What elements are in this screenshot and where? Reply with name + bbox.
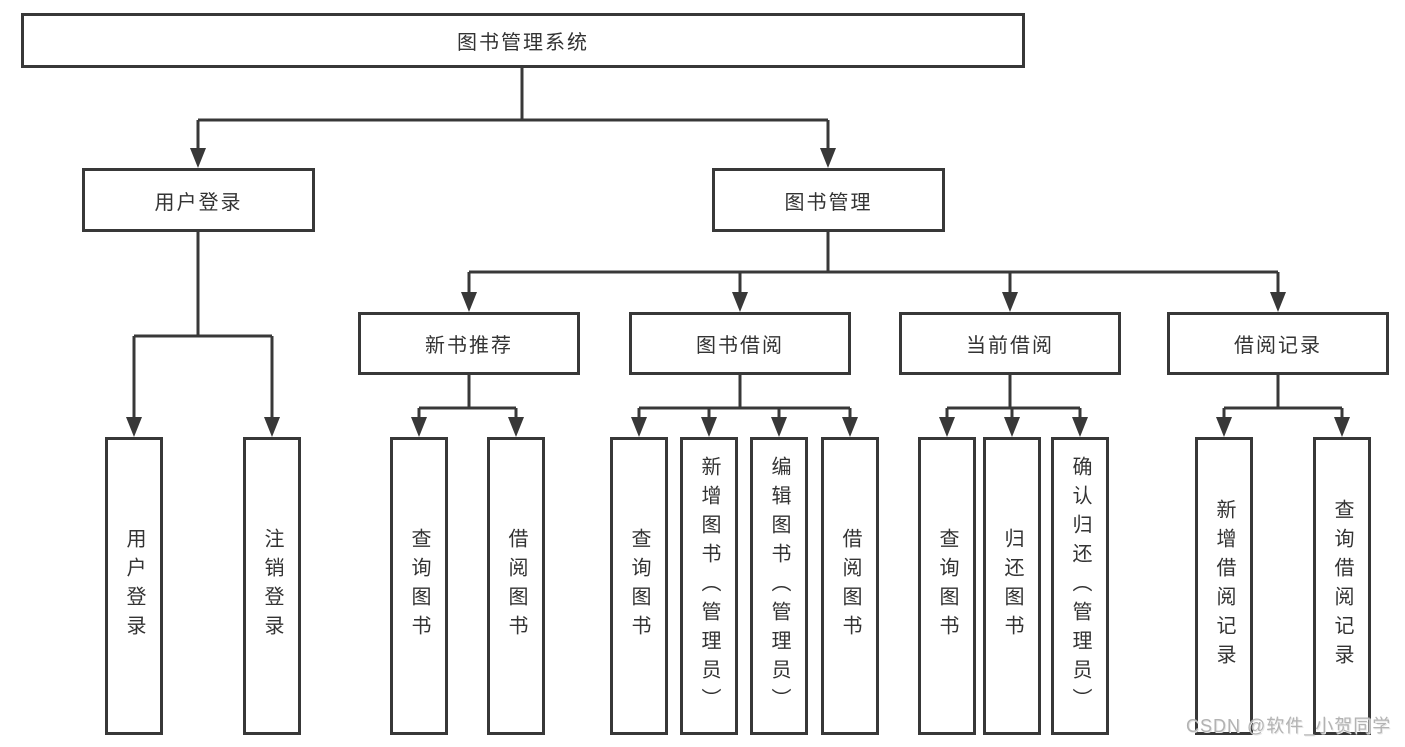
- leaf-user-login: 用户登录: [105, 437, 163, 735]
- leaf-return-books: 归还图书: [983, 437, 1041, 735]
- leaf-borrow-books-newbook: 借阅图书: [487, 437, 545, 735]
- leaf-query-books-borrowing: 查询图书: [610, 437, 668, 735]
- leaf-query-books-newbook: 查询图书: [390, 437, 448, 735]
- node-borrowing-records: 借阅记录: [1167, 312, 1389, 375]
- connector-book-management-children: [461, 232, 1286, 312]
- leaf-edit-book-admin: 编辑图书（管理员）: [750, 437, 808, 735]
- node-library-management-system: 图书管理系统: [21, 13, 1025, 68]
- node-user-login: 用户登录: [82, 168, 315, 232]
- leaf-borrow-books-borrowing: 借阅图书: [821, 437, 879, 735]
- node-current-borrowing: 当前借阅: [899, 312, 1121, 375]
- connector-current-borrowing-children: [939, 375, 1088, 437]
- leaf-query-borrow-record: 查询借阅记录: [1313, 437, 1371, 735]
- connector-borrowing-records-children: [1216, 375, 1350, 437]
- leaf-confirm-return-admin: 确认归还（管理员）: [1051, 437, 1109, 735]
- node-book-management: 图书管理: [712, 168, 945, 232]
- leaf-logout: 注销登录: [243, 437, 301, 735]
- leaf-add-book-admin: 新增图书（管理员）: [680, 437, 738, 735]
- connector-user-login-children: [126, 232, 280, 437]
- leaf-query-books-current: 查询图书: [918, 437, 976, 735]
- connector-book-borrowing-children: [631, 375, 858, 437]
- connector-root-to-level2: [190, 68, 836, 168]
- connector-new-book-children: [411, 375, 524, 437]
- node-book-borrowing: 图书借阅: [629, 312, 851, 375]
- csdn-watermark: CSDN @软件_小贺同学: [1186, 716, 1392, 736]
- leaf-add-borrow-record: 新增借阅记录: [1195, 437, 1253, 735]
- node-new-book-recommendation: 新书推荐: [358, 312, 580, 375]
